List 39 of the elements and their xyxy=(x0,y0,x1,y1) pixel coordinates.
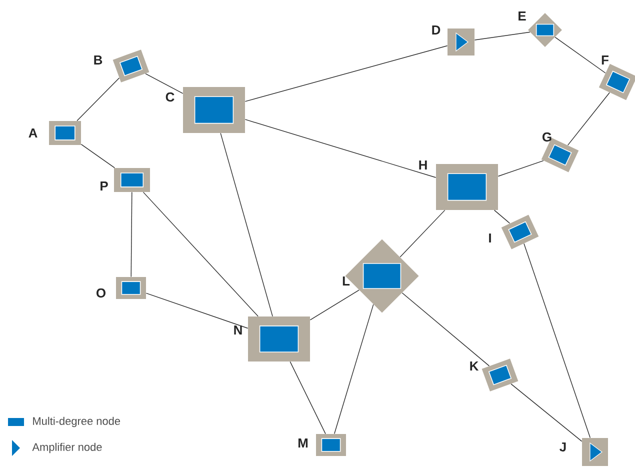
node-label: F xyxy=(602,56,608,64)
connector-line xyxy=(498,160,544,177)
connector-line xyxy=(76,78,120,122)
node-label: E xyxy=(518,12,526,20)
node-label: L xyxy=(342,276,350,286)
legend-label: Multi-degree node xyxy=(33,416,120,428)
connector-line xyxy=(145,73,184,94)
connector-line xyxy=(554,36,606,74)
connector-line xyxy=(510,384,582,442)
node-label: H xyxy=(419,160,427,170)
connector-line xyxy=(142,192,258,317)
connector-line xyxy=(130,192,132,278)
node-label: I xyxy=(489,234,491,242)
node-label: O xyxy=(96,288,106,298)
legend-label: Amplifier node xyxy=(32,442,102,454)
node-label: M xyxy=(298,438,308,448)
connector-line xyxy=(524,243,591,438)
connector-line xyxy=(310,290,360,320)
connector-line xyxy=(474,32,530,40)
node-label: D xyxy=(432,26,440,34)
connector-line xyxy=(334,304,374,434)
node-label: P xyxy=(100,182,108,190)
connector-line xyxy=(244,119,436,178)
connector-line xyxy=(220,132,273,317)
node-label: G xyxy=(542,132,552,142)
node-label: C xyxy=(166,92,174,102)
connector-line xyxy=(567,92,610,146)
connector-line xyxy=(494,210,510,224)
connector-line xyxy=(80,144,115,168)
connector-line xyxy=(146,292,248,329)
node-label: N xyxy=(234,326,242,334)
node-label: J xyxy=(560,442,566,452)
connector-line xyxy=(400,210,446,258)
connector-line xyxy=(290,361,326,434)
node-label: B xyxy=(94,56,102,64)
connector-line xyxy=(402,292,490,366)
node-label: K xyxy=(470,362,479,370)
connector-line xyxy=(244,45,448,102)
node-label: A xyxy=(28,128,38,138)
